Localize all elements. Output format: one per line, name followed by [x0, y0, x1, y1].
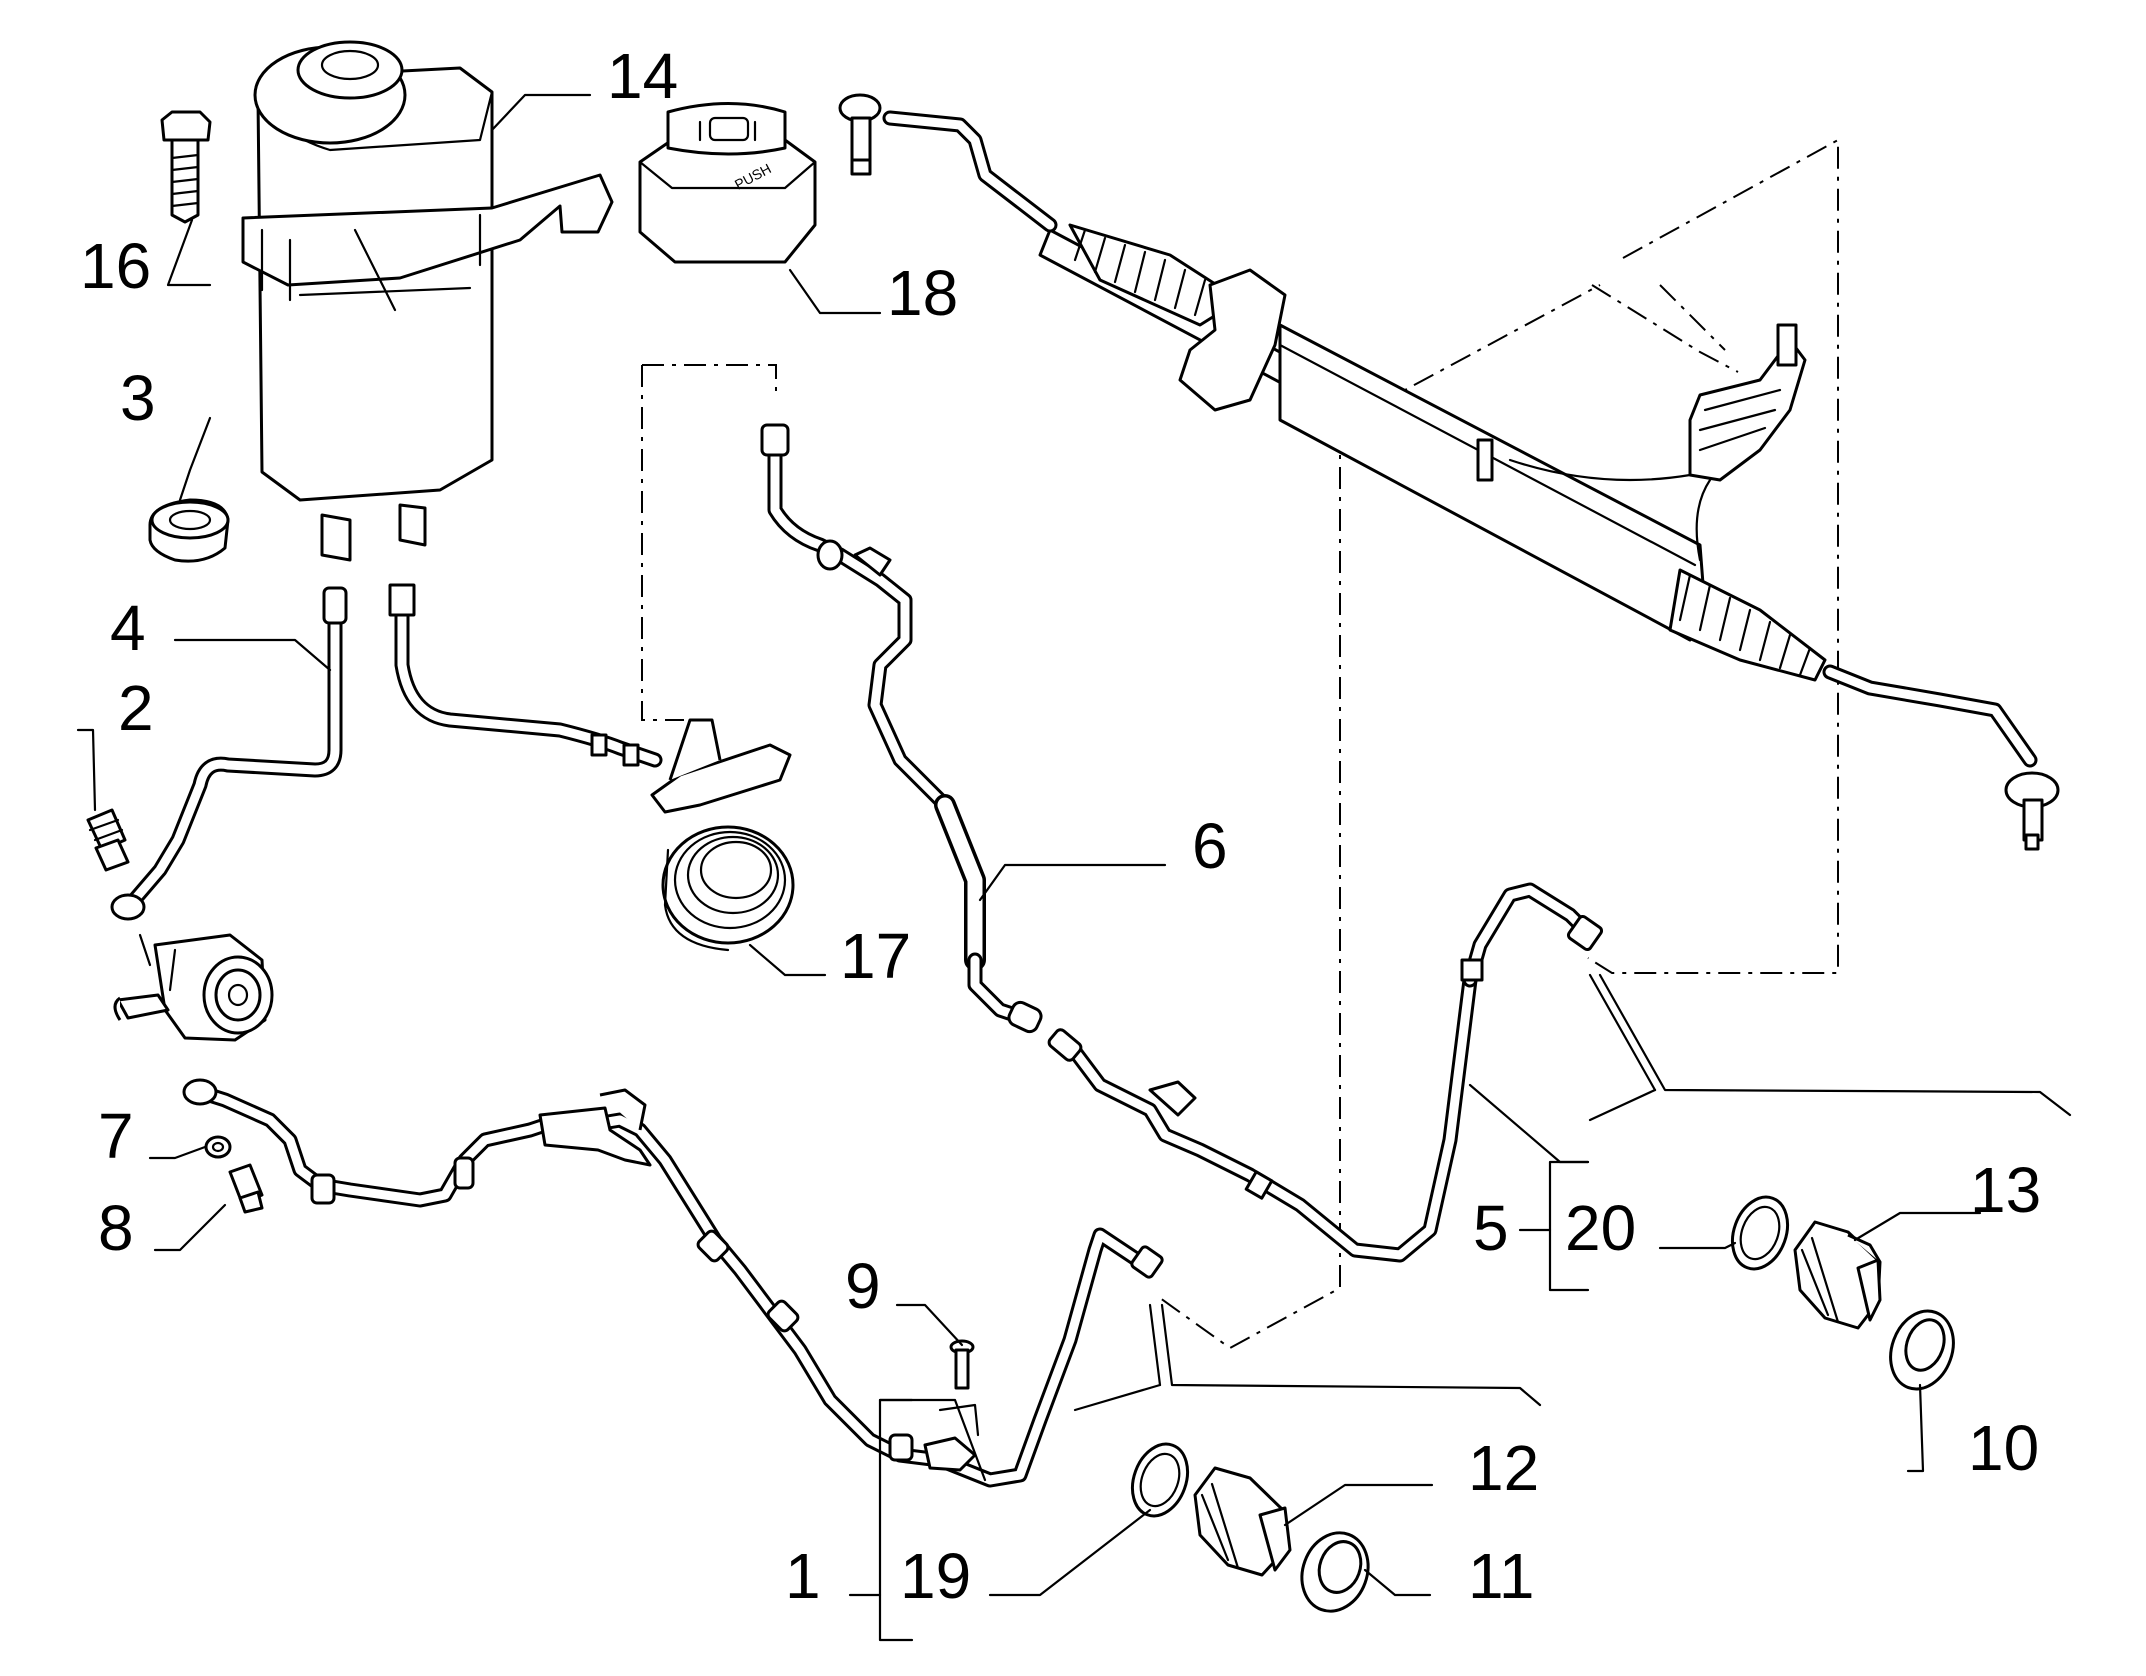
nut-11-icon: [1300, 1531, 1370, 1613]
callout-14: 14: [607, 40, 678, 112]
cap-icon: PUSH: [638, 102, 817, 264]
callout-19: 19: [900, 1540, 971, 1612]
callout-7: 7: [98, 1100, 134, 1172]
pump-icon: [113, 933, 274, 1042]
callout-1: 1: [785, 1540, 821, 1612]
hose-6: [760, 423, 1043, 1034]
callout-9: 9: [845, 1250, 881, 1322]
callout-4: 4: [110, 592, 146, 664]
hose-4: [110, 586, 348, 921]
callout-5: 5: [1473, 1192, 1509, 1264]
steering-rack-icon: [838, 93, 2060, 851]
callout-17: 17: [840, 920, 911, 992]
callout-18: 18: [887, 257, 958, 329]
callouts: 14 16 18 3 4 2 6 17 7 8 9 5 20 13 10 12 …: [80, 40, 2041, 1612]
callout-3: 3: [120, 362, 156, 434]
seal-20-icon: [1730, 1195, 1790, 1271]
reservoir-icon: [241, 40, 614, 562]
hose-5: [1047, 882, 1604, 1263]
grommet-3-icon: [148, 498, 230, 563]
nut-10-icon: [1889, 1309, 1955, 1391]
callout-16: 16: [80, 230, 151, 302]
cooler-icon: [650, 718, 795, 952]
union-13-icon: [1793, 1220, 1882, 1330]
callout-8: 8: [98, 1192, 134, 1264]
callout-12: 12: [1468, 1432, 1539, 1504]
callout-13: 13: [1970, 1154, 2041, 1226]
bolt-8-icon: [228, 1163, 264, 1214]
leader-lines: [76, 93, 2072, 1642]
seal-19-icon: [1130, 1442, 1190, 1518]
washer-7-icon: [204, 1135, 232, 1159]
callout-11: 11: [1468, 1540, 1534, 1612]
callout-6: 6: [1192, 810, 1228, 882]
union-12-icon: [1193, 1466, 1292, 1577]
fitting-2-icon: [86, 808, 130, 872]
screw-9-icon: [949, 1339, 975, 1390]
bolt-16-icon: [160, 110, 212, 224]
hose-return-to-cooler: [388, 583, 663, 768]
callout-10: 10: [1968, 1412, 2039, 1484]
callout-20: 20: [1565, 1192, 1636, 1264]
callout-2: 2: [118, 672, 154, 744]
hose-1: [182, 1078, 1164, 1488]
